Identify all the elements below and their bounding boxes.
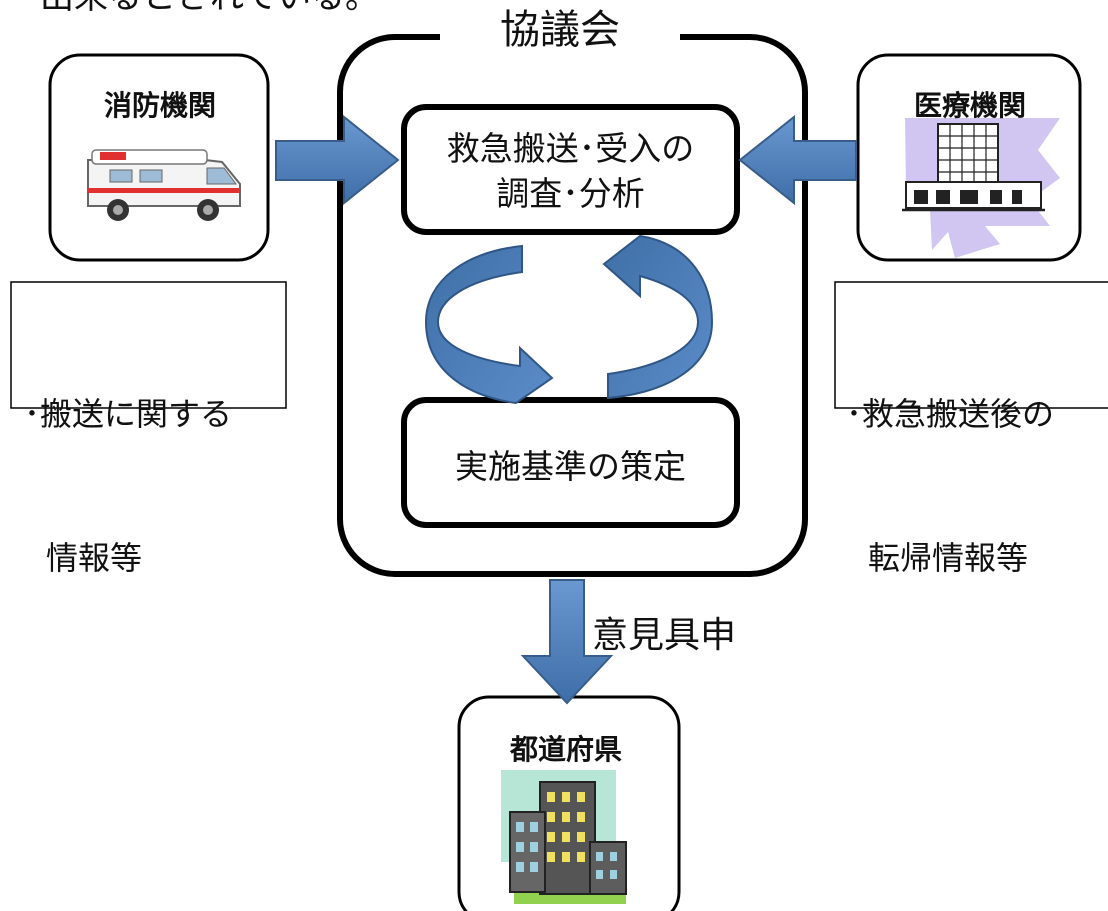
ambulance-icon [87,149,241,221]
standard-box [401,397,740,528]
medical-label: 医療機関 [914,89,1027,122]
cycle-arrow-right [602,234,714,400]
survey-box-label: 救急搬送･受入の 調査･分析 [404,127,737,216]
cycle-arrow-left [424,244,554,405]
council-title: 協議会 [440,8,680,52]
arrow-from-medical [738,114,857,206]
survey-box-line-2: 調査･分析 [496,173,645,213]
medical-note-line-1: ･救急搬送後の [846,395,1055,433]
arrow-from-fire-dept [275,114,400,206]
survey-box [401,104,740,235]
fire-note-line-1: ･搬送に関する [24,395,233,433]
medical-note-line-2: 転帰情報等 [868,539,1029,577]
opinion-submission-label: 意見具申 [592,615,737,656]
medical-note-box [834,281,1108,409]
fire-note-line-2: 情報等 [46,539,143,577]
arrow-to-prefecture [520,579,614,705]
survey-box-line-1: 救急搬送･受入の [446,129,695,168]
fire-dept-label: 消防機関 [104,89,217,122]
standard-box-label: 実施基準の策定 [455,447,686,486]
medical-note: ･救急搬送後の 転帰情報等 [846,294,1054,630]
intro-text: 出来るとされている。 [40,0,379,14]
office-building-icon [501,770,627,904]
fire-note: ･搬送に関する 情報等 [24,294,232,630]
fire-note-box [10,281,287,409]
prefecture-label: 都道府県 [510,733,623,766]
hospital-icon [902,118,1060,258]
